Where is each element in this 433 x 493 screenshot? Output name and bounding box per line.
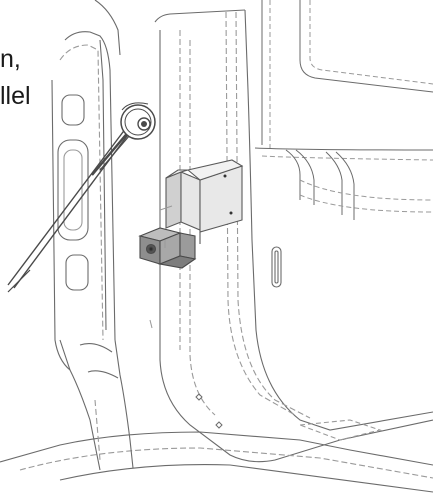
right-ribs (285, 149, 433, 220)
frame-details (149, 205, 173, 329)
caption-line-2: llel (0, 82, 31, 110)
left-post (51, 0, 134, 471)
rear-panel (254, 0, 433, 161)
frame-wall (154, 9, 433, 463)
bracket-icon (165, 159, 244, 244)
wall-slot (271, 246, 282, 288)
frame-holes (195, 393, 223, 429)
cable-pulley-icon (7, 102, 156, 293)
base-plate (0, 419, 433, 493)
caption-line-1: n, (0, 45, 21, 73)
clamp-block-icon (138, 227, 197, 269)
